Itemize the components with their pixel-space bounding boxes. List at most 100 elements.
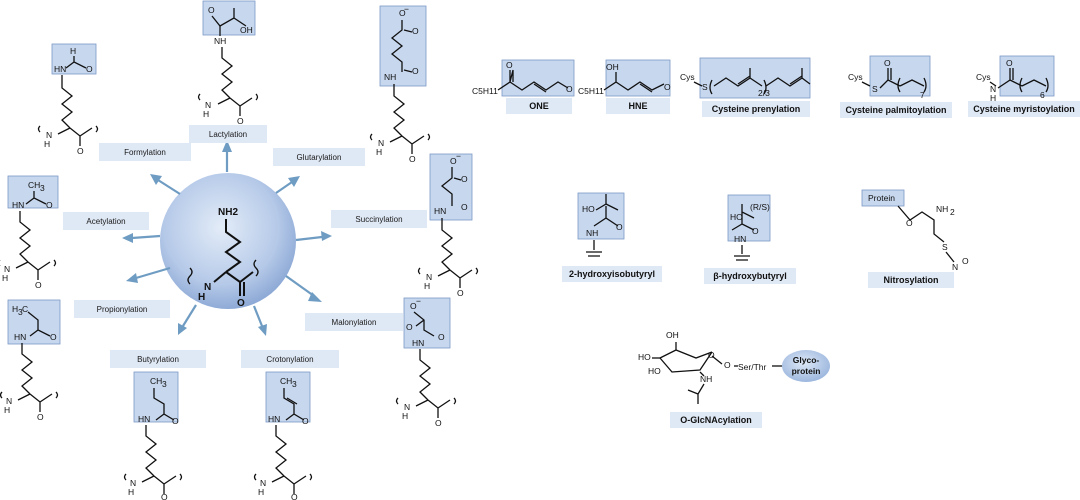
svg-text:O: O bbox=[438, 332, 445, 342]
svg-text:N: N bbox=[4, 264, 10, 274]
svg-text:H: H bbox=[376, 147, 382, 157]
svg-text:CH: CH bbox=[28, 180, 40, 190]
svg-text:O: O bbox=[884, 58, 891, 68]
svg-text:HO: HO bbox=[638, 352, 651, 362]
svg-text:N: N bbox=[426, 272, 432, 282]
svg-text:O: O bbox=[161, 492, 168, 500]
svg-text:H: H bbox=[203, 109, 209, 119]
structure-glutarylation: O − O O NH NH O bbox=[369, 4, 431, 164]
glycoprotein-line2: protein bbox=[792, 366, 821, 376]
structure-lactylation: O OH NH NH O bbox=[197, 0, 259, 126]
svg-text:C5H11: C5H11 bbox=[472, 86, 498, 96]
svg-text:O: O bbox=[406, 322, 413, 332]
structure-hydroxybutyryl: (R/S) HO O HN β-hydroxybutyryl bbox=[704, 194, 796, 284]
svg-text:N: N bbox=[6, 396, 12, 406]
center-o: O bbox=[237, 298, 245, 309]
svg-text:H: H bbox=[128, 487, 134, 497]
label-butyrylation: Butyrylation bbox=[110, 350, 206, 368]
svg-text:7: 7 bbox=[920, 90, 925, 100]
glycoprotein-line1: Glyco- bbox=[793, 355, 820, 365]
label-hydroxybutyryl: β-hydroxybutyryl bbox=[713, 271, 787, 281]
svg-text:Crotonylation: Crotonylation bbox=[266, 355, 313, 364]
svg-text:O: O bbox=[237, 116, 244, 126]
svg-text:O: O bbox=[457, 288, 464, 298]
structure-hne: C5H11 OH O HNE bbox=[578, 59, 671, 114]
svg-text:Malonylation: Malonylation bbox=[332, 318, 377, 327]
svg-text:O: O bbox=[46, 200, 53, 210]
svg-text:HO: HO bbox=[582, 204, 595, 214]
svg-text:O: O bbox=[461, 174, 468, 184]
svg-text:HO: HO bbox=[648, 366, 661, 376]
svg-text:O: O bbox=[616, 222, 623, 232]
central-lysine: NH2 N H O bbox=[160, 173, 296, 309]
svg-text:Propionylation: Propionylation bbox=[97, 305, 148, 314]
svg-text:Cys: Cys bbox=[680, 72, 695, 82]
svg-text:Protein: Protein bbox=[868, 193, 895, 203]
svg-text:HO: HO bbox=[730, 212, 743, 222]
svg-text:Butyrylation: Butyrylation bbox=[137, 355, 179, 364]
svg-text:N: N bbox=[205, 100, 211, 110]
label-hne: HNE bbox=[628, 101, 647, 111]
svg-text:O: O bbox=[708, 350, 715, 360]
svg-text:H: H bbox=[424, 281, 430, 291]
svg-text:S: S bbox=[702, 82, 708, 92]
structure-malonylation: O − O O HN NH O bbox=[395, 296, 457, 428]
svg-text:N: N bbox=[260, 478, 266, 488]
amine-label: NH2 bbox=[218, 207, 238, 218]
svg-text:2/3: 2/3 bbox=[758, 88, 770, 98]
svg-text:NH: NH bbox=[700, 374, 712, 384]
svg-text:O: O bbox=[35, 280, 42, 290]
svg-text:2: 2 bbox=[950, 207, 955, 217]
svg-text:H: H bbox=[44, 139, 50, 149]
label-myristoylation: Cysteine myristoylation bbox=[973, 104, 1075, 114]
svg-text:N: N bbox=[130, 478, 136, 488]
label-acetylation: Acetylation bbox=[63, 212, 149, 230]
svg-text:Glutarylation: Glutarylation bbox=[297, 153, 342, 162]
svg-text:6: 6 bbox=[1040, 90, 1045, 100]
svg-text:NH: NH bbox=[384, 72, 396, 82]
svg-text:C5H11: C5H11 bbox=[578, 86, 604, 96]
svg-text:OH: OH bbox=[666, 330, 679, 340]
svg-text:HN: HN bbox=[268, 414, 280, 424]
svg-text:H: H bbox=[990, 93, 996, 103]
svg-text:3: 3 bbox=[18, 307, 23, 317]
svg-text:O: O bbox=[86, 64, 93, 74]
svg-text:O: O bbox=[172, 416, 179, 426]
svg-text:H: H bbox=[2, 273, 8, 283]
svg-text:OH: OH bbox=[240, 25, 253, 35]
svg-text:O: O bbox=[752, 226, 759, 236]
structure-glcnac: OH HO HO O O Ser/Thr Glyco- protein NH O… bbox=[638, 330, 830, 428]
svg-text:O: O bbox=[77, 146, 84, 156]
label-one: ONE bbox=[529, 101, 549, 111]
structure-formylation: H O HN NH O bbox=[37, 43, 99, 156]
svg-text:Cys: Cys bbox=[976, 72, 991, 82]
svg-text:Acetylation: Acetylation bbox=[86, 217, 125, 226]
svg-text:H: H bbox=[258, 487, 264, 497]
svg-text:O: O bbox=[724, 360, 731, 370]
structure-prenylation: Cys S 2/3 Cysteine prenylation bbox=[680, 57, 811, 117]
label-propionylation: Propionylation bbox=[74, 300, 170, 318]
svg-text:O: O bbox=[409, 154, 416, 164]
svg-text:Succinylation: Succinylation bbox=[355, 215, 402, 224]
svg-text:H: H bbox=[402, 411, 408, 421]
label-succinylation: Succinylation bbox=[331, 210, 427, 228]
svg-text:O: O bbox=[208, 5, 215, 15]
svg-text:O: O bbox=[450, 156, 457, 166]
svg-text:O: O bbox=[461, 202, 468, 212]
lysine-sphere bbox=[160, 173, 296, 309]
structure-myristoylation: Cys N H O 6 Cysteine myristoylation bbox=[968, 55, 1080, 117]
svg-text:O: O bbox=[399, 8, 406, 18]
svg-text:HN: HN bbox=[14, 332, 26, 342]
label-crotonylation: Crotonylation bbox=[241, 350, 339, 368]
svg-text:O: O bbox=[506, 60, 513, 70]
svg-text:−: − bbox=[404, 4, 409, 14]
svg-text:Lactylation: Lactylation bbox=[209, 130, 247, 139]
label-glutarylation: Glutarylation bbox=[273, 148, 365, 166]
svg-text:3: 3 bbox=[40, 183, 45, 193]
svg-text:Cys: Cys bbox=[848, 72, 863, 82]
svg-text:N: N bbox=[990, 84, 996, 94]
svg-text:OH: OH bbox=[606, 62, 619, 72]
